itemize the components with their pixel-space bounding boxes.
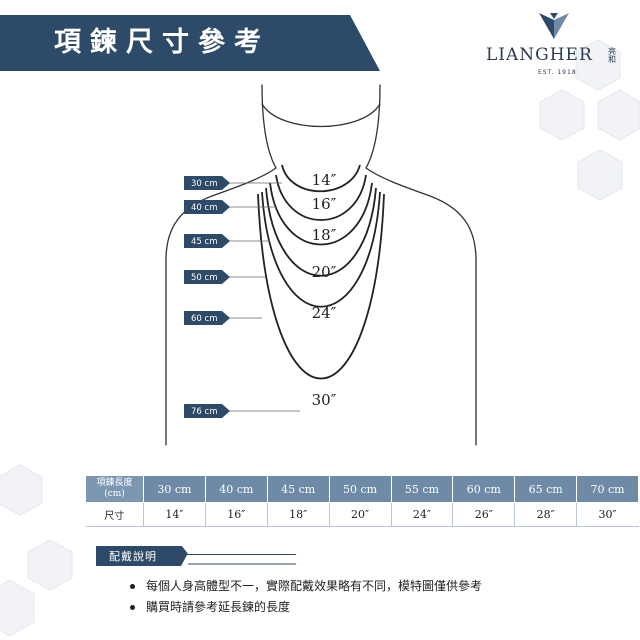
size-table-inch: 26″ xyxy=(452,502,515,527)
neck-left-outline xyxy=(165,84,277,446)
brand-chinese: 亮和 xyxy=(608,47,616,64)
inch-label: 30″ xyxy=(312,391,337,409)
size-table-cm: 50 cm xyxy=(328,475,392,503)
inch-label: 24″ xyxy=(312,304,337,322)
necklace-20in xyxy=(265,187,377,277)
brand-mark-icon xyxy=(539,13,569,39)
size-table-inch: 14″ xyxy=(143,502,206,527)
size-table-cm: 70 cm xyxy=(576,475,639,503)
title-banner xyxy=(0,15,380,71)
inch-label: 20″ xyxy=(312,263,337,281)
necklace-16in xyxy=(275,174,367,221)
notes-title: 配戴說明 xyxy=(109,550,157,563)
size-table-inch: 28″ xyxy=(514,502,577,527)
size-table-cm: 60 cm xyxy=(452,475,516,503)
size-table-header-row: 項鍊長度 (cm) 30 cm 40 cm 45 cm 50 cm 55 cm … xyxy=(85,475,639,503)
note-item: 每個人身高體型不一，實際配戴效果略有不同，模特圖僅供參考 xyxy=(130,576,482,597)
size-table-cm: 65 cm xyxy=(514,475,578,503)
inch-label: 14″ xyxy=(312,171,337,189)
size-table-cm: 40 cm xyxy=(204,475,268,503)
brand-name: LIANGHER xyxy=(486,45,593,65)
neck-right-outline xyxy=(365,84,477,446)
size-table-inch: 24″ xyxy=(390,502,453,527)
notes-list: 每個人身高體型不一，實際配戴效果略有不同，模特圖僅供參考 購買時請參考延長鍊的長… xyxy=(130,576,482,618)
size-table-cm: 45 cm xyxy=(266,475,330,503)
brand-established: EST. 1918 xyxy=(538,69,577,76)
size-table-cm: 30 cm xyxy=(143,475,206,503)
cm-label: 30 cm xyxy=(191,179,217,189)
brand-logo: LIANGHER 亮和 EST. 1918 xyxy=(486,13,632,76)
size-table-header-label: 項鍊長度 (cm) xyxy=(85,475,144,503)
cm-label: 50 cm xyxy=(191,273,217,283)
size-table-inch: 16″ xyxy=(204,502,268,527)
size-table-inch: 20″ xyxy=(328,502,391,527)
size-table-row-label: 尺寸 xyxy=(85,502,144,527)
cm-label: 45 cm xyxy=(191,237,217,247)
necklace-30in xyxy=(257,193,385,380)
size-table-row: 尺寸 14″ 16″ 18″ 20″ 24″ 26″ 28″ 30″ xyxy=(85,502,639,527)
page-title: 項鍊尺寸參考 xyxy=(54,27,270,58)
cm-label: 40 cm xyxy=(191,203,217,213)
cm-label: 60 cm xyxy=(191,314,217,324)
cm-label: 76 cm xyxy=(191,407,217,417)
size-table-inch: 18″ xyxy=(266,502,330,527)
size-table: 項鍊長度 (cm) 30 cm 40 cm 45 cm 50 cm 55 cm … xyxy=(85,475,639,527)
size-table-cm: 55 cm xyxy=(390,475,454,503)
note-item: 購買時請參考延長鍊的長度 xyxy=(130,597,482,618)
necklace-figure: 30 cm 40 cm 45 cm 50 cm 60 cm 76 cm 14″ … xyxy=(165,84,477,446)
necklace-24in xyxy=(261,191,381,308)
necklace-14in xyxy=(281,164,361,193)
header-label-text: 項鍊長度 (cm) xyxy=(96,478,133,499)
inch-label: 18″ xyxy=(312,226,337,244)
chin-outline xyxy=(261,103,381,128)
size-table-inch: 30″ xyxy=(576,502,639,527)
inch-label: 16″ xyxy=(312,195,337,213)
necklace-18in xyxy=(269,182,373,246)
notes-header-banner xyxy=(96,546,296,566)
